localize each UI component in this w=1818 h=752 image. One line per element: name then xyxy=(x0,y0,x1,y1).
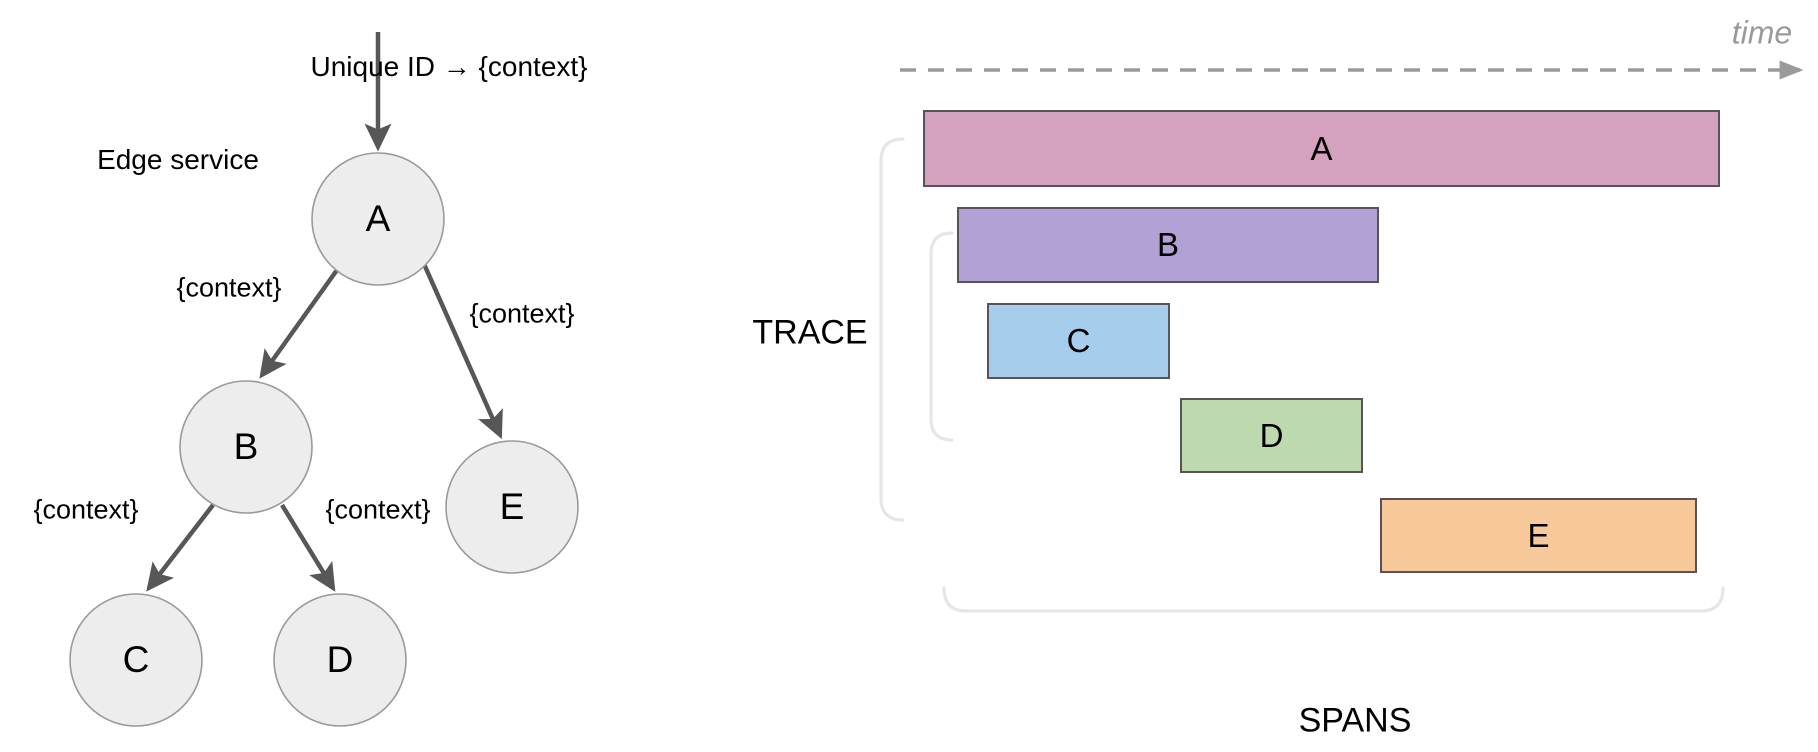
edge-label-b-to-d: {context} xyxy=(325,494,431,525)
trace-group-label: TRACE xyxy=(752,313,868,352)
trace-outer-bracket xyxy=(879,137,905,522)
edge-a-to-b xyxy=(259,268,339,379)
span-bar-label-e: E xyxy=(1527,516,1550,554)
unique-id-context-label: Unique ID → {context} xyxy=(310,51,588,82)
node-circle-d[interactable] xyxy=(273,593,407,727)
node-circle-b[interactable] xyxy=(179,380,313,514)
span-bar-label-c: C xyxy=(1066,322,1091,359)
span-bar-label-d: D xyxy=(1259,416,1284,454)
spans-bracket xyxy=(942,586,1725,613)
node-circle-e[interactable] xyxy=(445,440,579,574)
edge-label-a-to-b: {context} xyxy=(176,272,282,303)
node-circle-c[interactable] xyxy=(69,593,203,727)
node-circle-a[interactable] xyxy=(311,152,445,286)
edge-a-to-e xyxy=(421,263,503,440)
time-axis-label: time xyxy=(1731,14,1793,51)
span-bar-e[interactable]: E xyxy=(1380,498,1697,573)
spans-group-label: SPANS xyxy=(1298,701,1412,740)
edge-label-a-to-e: {context} xyxy=(469,298,575,329)
span-bar-label-a: A xyxy=(1310,129,1333,167)
edge-b-to-d xyxy=(280,503,336,592)
trace-inner-bracket xyxy=(929,231,954,442)
span-bar-d[interactable]: D xyxy=(1180,398,1363,473)
edge-service-label: Edge service xyxy=(97,144,259,175)
edge-b-to-c xyxy=(146,503,215,592)
span-bar-c[interactable]: C xyxy=(987,303,1170,379)
span-bar-b[interactable]: B xyxy=(957,207,1379,283)
span-bar-label-b: B xyxy=(1156,226,1179,263)
edge-label-b-to-c: {context} xyxy=(33,494,139,525)
span-bar-a[interactable]: A xyxy=(923,110,1720,187)
